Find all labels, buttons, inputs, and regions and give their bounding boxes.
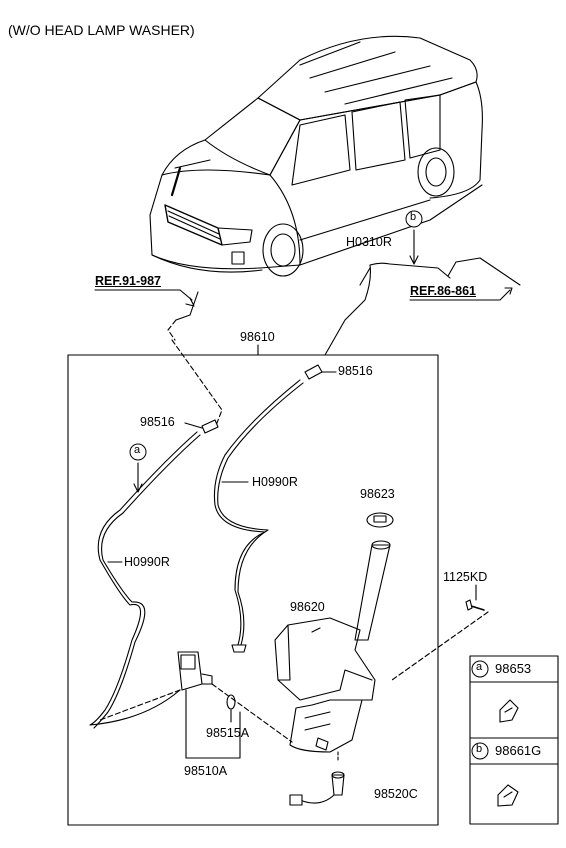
part-98515a: 98515A bbox=[206, 726, 250, 740]
part-98516-right: 98516 bbox=[338, 364, 373, 378]
part-98623: 98623 bbox=[360, 487, 395, 501]
callout-b: b bbox=[410, 211, 417, 223]
part-98516-left: 98516 bbox=[140, 415, 175, 429]
part-h0990r-left: H0990R bbox=[124, 555, 170, 569]
legend-b-letter: b bbox=[476, 743, 483, 755]
legend-a-part: 98653 bbox=[495, 661, 532, 676]
part-h0310r: H0310R bbox=[346, 235, 392, 249]
part-h0990r-mid: H0990R bbox=[252, 475, 298, 489]
legend-a-letter: a bbox=[476, 661, 483, 673]
callout-a-marker bbox=[129, 443, 147, 461]
callout-b-marker bbox=[405, 210, 423, 228]
callout-a: a bbox=[134, 444, 141, 456]
ref-91-987: REF.91-987 bbox=[95, 274, 162, 288]
part-98620: 98620 bbox=[290, 600, 325, 614]
legend-b-marker bbox=[471, 742, 489, 760]
vehicle-illustration bbox=[149, 35, 483, 277]
legend-b-part: 98661G bbox=[495, 743, 542, 758]
reservoir-illustration bbox=[274, 540, 391, 753]
part-98510a: 98510A bbox=[184, 764, 228, 778]
page-title: (W/O HEAD LAMP WASHER) bbox=[8, 22, 195, 38]
legend-a-marker bbox=[471, 660, 489, 678]
part-98610: 98610 bbox=[240, 330, 275, 344]
part-98520c: 98520C bbox=[374, 787, 418, 801]
part-1125kd: 1125KD bbox=[443, 570, 488, 584]
ref-86-861: REF.86-861 bbox=[410, 284, 477, 298]
